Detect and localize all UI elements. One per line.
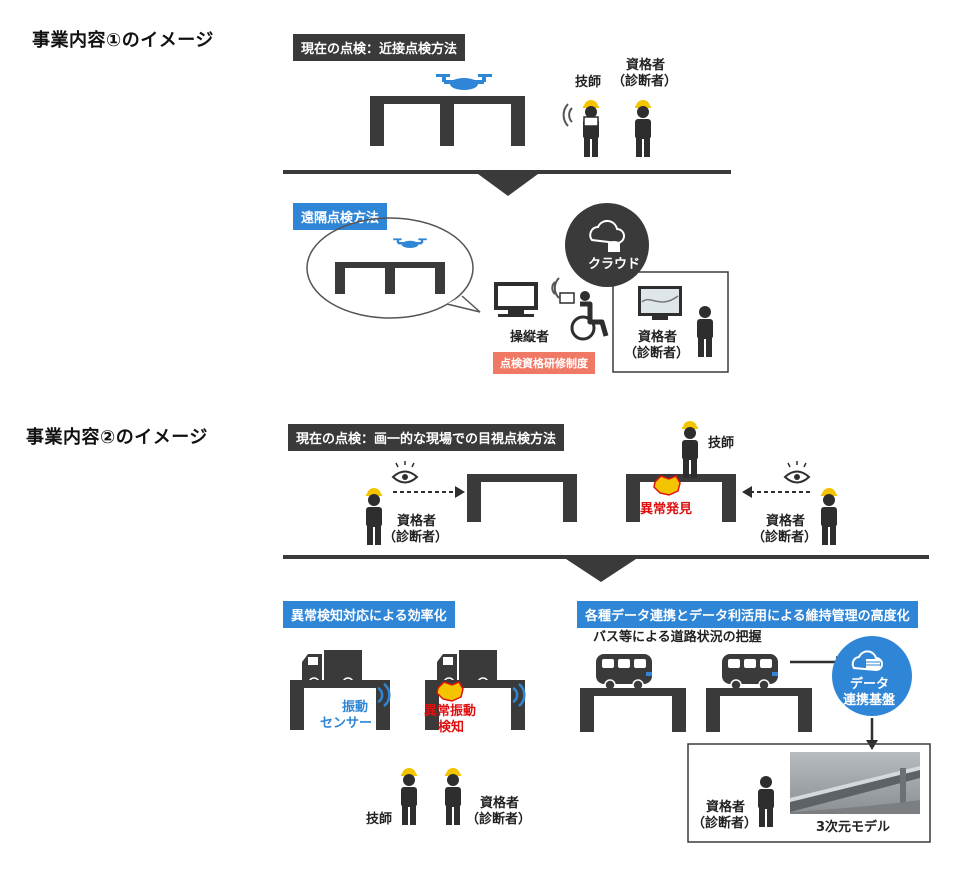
anomaly-found-label: 異常発見	[640, 502, 693, 517]
bottom-qualified-label: 資格者	[480, 796, 520, 811]
abnormal-vibration-label-2: 検知	[438, 720, 465, 735]
model-box	[687, 743, 931, 843]
data-platform-label-1: データ	[850, 677, 890, 692]
bottom-engineer-icon	[401, 768, 417, 825]
abnormal-vibration-label-1: 異常振動	[424, 704, 477, 719]
section2-title: 事業内容②のイメージ	[26, 427, 208, 448]
bus-bridge-1	[580, 688, 686, 732]
eye-icon-right	[783, 461, 811, 484]
monitor-icon	[638, 286, 682, 320]
model-diagnostician-label: （診断者）	[692, 816, 758, 831]
bus-bridge-2	[706, 688, 812, 732]
remote-inspection-label: 遠隔点検方法	[293, 203, 388, 230]
cloud-database-icon	[851, 650, 883, 672]
engineer-label: 技師	[575, 75, 602, 90]
cloud-label: クラウド	[588, 257, 641, 272]
bus-icon-1	[595, 653, 653, 691]
cloud-icon	[589, 219, 625, 252]
detect-bridge-icon	[425, 680, 525, 730]
bottom-engineer-label: 技師	[366, 812, 393, 827]
remote-office-box	[612, 271, 729, 373]
sensor-bridge-icon	[290, 680, 390, 730]
sensor-waves-icon	[377, 683, 391, 707]
vibration-sensor-label-1: 振動	[342, 700, 369, 715]
computer-icon	[494, 282, 538, 317]
training-badge: 点検資格研修制度	[493, 352, 595, 374]
bus-caption: バス等による道路状況の把握	[593, 630, 762, 645]
detect-waves-icon	[512, 683, 526, 707]
eye-icon-left	[391, 461, 419, 484]
wheelchair-icon	[570, 291, 609, 341]
qualified-label: 資格者	[626, 58, 666, 73]
left-diagnostician-label: （診断者）	[383, 530, 449, 545]
visual-inspection-label: 現在の点検：画一的な現場での目視点検方法	[288, 424, 565, 451]
section2-engineer-label: 技師	[708, 436, 735, 451]
3d-model-image	[790, 752, 920, 814]
bridge-right-icon	[626, 474, 736, 522]
data-platform-label-2: 連携基盤	[843, 693, 896, 708]
bridge-small-icon	[335, 262, 445, 294]
operator-label: 操縦者	[510, 330, 550, 345]
current-inspection-label: 現在の点検：近接点検方法	[293, 34, 466, 61]
bottom-qualified-icon	[445, 768, 461, 825]
cloud-circle	[565, 203, 649, 287]
vibration-sensor-label-2: センサー	[320, 716, 373, 731]
3d-model-label: 3次元モデル	[816, 820, 891, 835]
bus-icon-2	[721, 653, 779, 691]
model-qualified-label: 資格者	[706, 800, 746, 815]
advanced-management-label: 各種データ連携とデータ利活用による維持管理の高度化	[577, 601, 918, 628]
model-qualified-person-icon	[758, 776, 774, 827]
right-qualified-label: 資格者	[766, 514, 806, 529]
left-qualified-label: 資格者	[397, 514, 437, 529]
anomaly-burst-icon	[653, 475, 681, 496]
vibration-burst-icon	[436, 681, 464, 702]
section1-title: 事業内容①のイメージ	[32, 30, 214, 51]
speech-bubble	[306, 217, 481, 319]
bridge-left-icon	[467, 474, 577, 522]
bottom-diagnostician-label: （診断者）	[466, 812, 532, 827]
right-diagnostician-label: （診断者）	[752, 530, 818, 545]
remote-diagnostician-label: （診断者）	[624, 346, 690, 361]
efficiency-label: 異常検知対応による効率化	[283, 601, 455, 628]
diagnostician-label: （診断者）	[612, 74, 678, 89]
bridge-icon	[370, 96, 525, 146]
remote-qualified-label: 資格者	[638, 330, 678, 345]
data-platform-circle	[832, 636, 912, 716]
